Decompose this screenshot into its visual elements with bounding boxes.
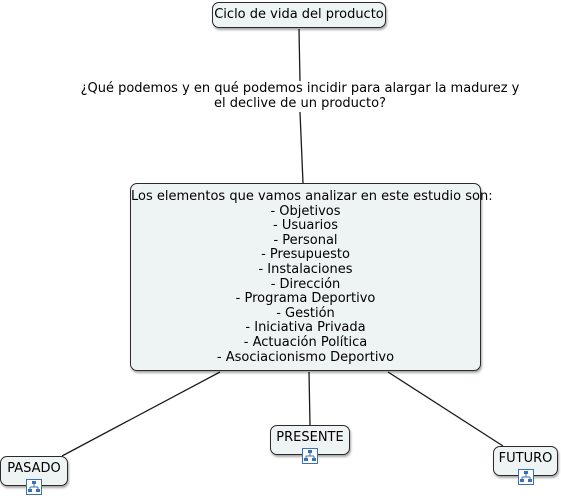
- element-item: - Presupuesto: [261, 247, 350, 263]
- presente-label: PRESENTE: [276, 430, 344, 445]
- concept-map-link-icon[interactable]: [26, 479, 42, 495]
- futuro-node[interactable]: FUTURO: [493, 446, 558, 485]
- connector-title-to-phrase: [298, 28, 301, 83]
- presente-node[interactable]: PRESENTE: [270, 425, 350, 464]
- linking-phrase: ¿Qué podemos y en qué podemos incidir pa…: [80, 81, 520, 111]
- element-item: - Actuación Política: [243, 334, 368, 350]
- element-item: - Personal: [273, 232, 338, 248]
- linking-phrase-line: ¿Qué podemos y en qué podemos incidir pa…: [80, 81, 520, 96]
- element-item: - Programa Deportivo: [235, 291, 376, 307]
- connector-main-to-presente: [308, 371, 311, 426]
- title-node[interactable]: Ciclo de vida del producto: [212, 2, 386, 28]
- linking-phrase-line: el declive de un producto?: [213, 96, 387, 111]
- pasado-label: PASADO: [7, 461, 61, 476]
- element-item: - Objetivos: [270, 203, 341, 219]
- pasado-node[interactable]: PASADO: [0, 456, 68, 495]
- title-node-label: Ciclo de vida del producto: [214, 7, 384, 22]
- connector-main-to-futuro: [387, 371, 504, 447]
- elements-node[interactable]: Los elementos que vamos analizar en este…: [130, 183, 493, 371]
- element-item: - Dirección: [270, 276, 341, 292]
- element-item: - Instalaciones: [258, 261, 353, 277]
- connector-phrase-to-main: [299, 111, 304, 184]
- element-item: - Iniciativa Privada: [245, 320, 366, 336]
- futuro-label: FUTURO: [498, 451, 553, 466]
- element-item: - Gestión: [276, 305, 335, 321]
- concept-map-link-icon[interactable]: [517, 469, 534, 485]
- concept-map-link-icon[interactable]: [302, 448, 318, 464]
- element-item: - Usuarios: [273, 218, 338, 234]
- element-item: - Asociacionismo Deportivo: [216, 349, 395, 365]
- connector-main-to-pasado: [61, 371, 221, 457]
- elements-intro: Los elementos que vamos analizar en este…: [131, 189, 493, 204]
